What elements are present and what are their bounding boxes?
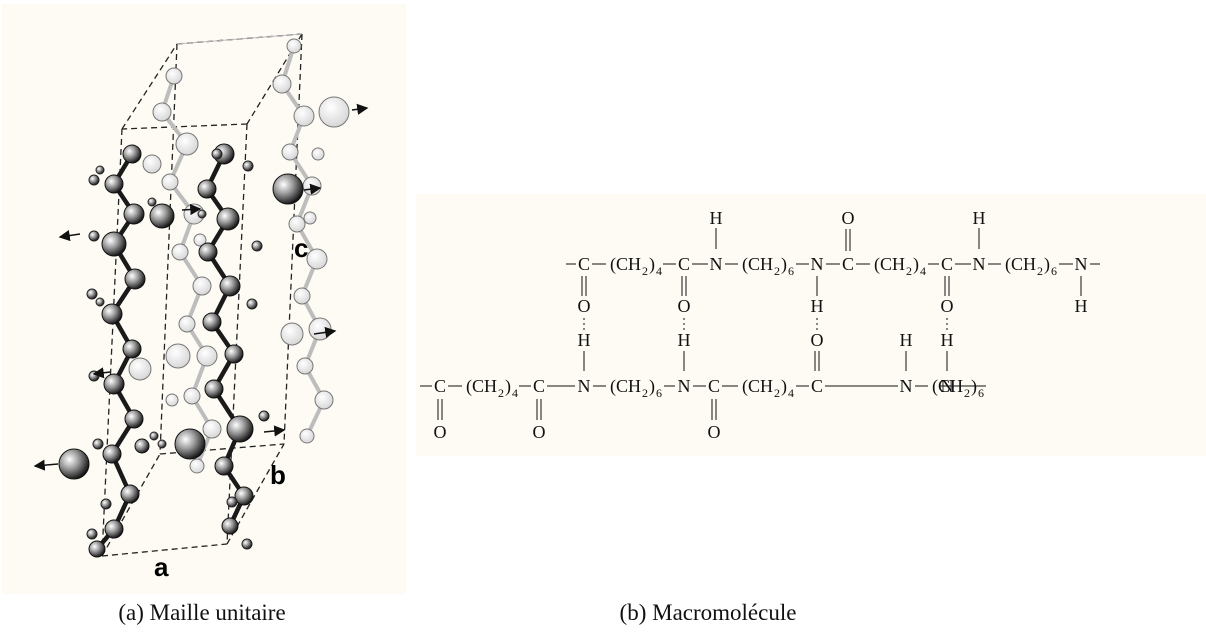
top-ch2-6a-sub2: 2 [774,264,780,278]
bot-ch2-4a-count: 4 [512,386,518,400]
bot-ch2-4b-open: (CH [742,376,773,397]
top-n3: N [973,254,986,274]
top-ch2-4a-open: (CH [610,254,641,275]
top-o-c2: O [678,296,691,316]
top-ch2-4b-close: ) [913,254,919,275]
unit-cell-top-edge [176,33,303,45]
axis-label-b: b [270,460,286,490]
top-c1: C [578,254,590,274]
top-ch2-6b-close: ) [1044,254,1050,275]
bot-ch2-6a-close: ) [649,376,655,397]
caption-a: (a) Maille unitaire [118,600,286,625]
top-o-c4: O [941,296,954,316]
direction-arrows [33,103,369,471]
top-c2: C [678,254,690,274]
top-ch2-4b-count: 4 [920,264,926,278]
hydrogen-atoms [86,148,270,550]
bot-o-c3: O [811,330,824,350]
bot-ch2-6a-sub2: 2 [642,386,648,400]
bot-h-n4: H [941,330,954,350]
bot-ch2-6b-count: 6 [978,386,984,400]
bot-ch2-4b-count: 4 [788,386,794,400]
bot-c1: C [434,376,446,396]
bot-ch2-6a-count: 6 [656,386,662,400]
bot-ch2-4b-close: ) [781,376,787,397]
bot-c3: C [708,376,720,396]
bot-h-n3: H [900,330,913,350]
top-h-n1: H [710,208,723,228]
bot-c2: C [533,376,545,396]
axis-label-a: a [154,552,169,582]
bot-ch2-4a-open: (CH [466,376,497,397]
bot-o-c1: O [434,422,447,442]
bot-n4: N [941,376,954,396]
top-ch2-6a-open: (CH [742,254,773,275]
unit-cell-illustration: c b a [33,33,369,582]
bot-o-c2: O [533,422,546,442]
bot-n3: N [900,376,913,396]
top-h-n4: H [1075,296,1088,316]
top-h-n3: H [973,208,986,228]
bot-ch2-4b-sub2: 2 [774,386,780,400]
top-o-c1: O [578,296,591,316]
bot-ch2-4a-sub2: 2 [498,386,504,400]
bot-c4: C [811,376,823,396]
caption-b: (b) Macromolécule [619,600,797,625]
bot-o-c3b: O [708,422,721,442]
bot-n1: N [578,376,591,396]
top-n1: N [710,254,723,274]
top-ch2-4a-close: ) [649,254,655,275]
top-ch2-6b-count: 6 [1051,264,1057,278]
top-ch2-4b-sub2: 2 [906,264,912,278]
top-ch2-6b-open: (CH [1005,254,1036,275]
bot-ch2-6b-sub2: 2 [964,386,970,400]
axis-label-c: c [294,233,308,263]
front-atoms [58,143,304,558]
bot-h-n1: H [578,330,591,350]
bot-ch2-4a-close: ) [505,376,511,397]
top-ch2-4a-count: 4 [656,264,662,278]
top-ch2-6b-sub2: 2 [1037,264,1043,278]
top-ch2-4b-open: (CH [874,254,905,275]
top-c3: C [842,254,854,274]
top-ch2-4a-sub2: 2 [642,264,648,278]
bot-h-n2: H [678,330,691,350]
top-h-n2: H [811,296,824,316]
top-o-c3: O [842,208,855,228]
top-c4: C [941,254,953,274]
bot-ch2-6a-open: (CH [610,376,641,397]
top-ch2-6a-count: 6 [788,264,794,278]
top-ch2-6a-close: ) [781,254,787,275]
top-n2: N [811,254,824,274]
unit-cell-panel: c b a [2,4,406,594]
top-n4: N [1075,254,1088,274]
bot-n2: N [678,376,691,396]
